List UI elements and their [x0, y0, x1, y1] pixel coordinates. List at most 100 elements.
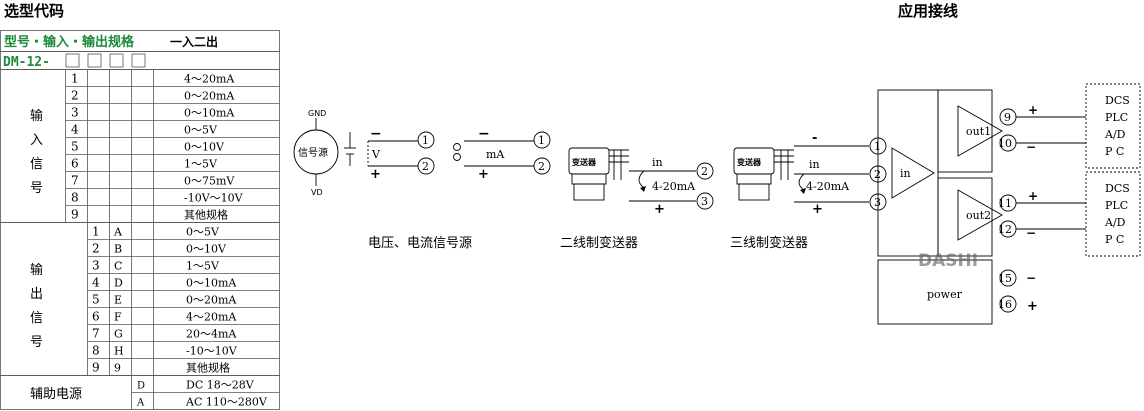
ma-minus: − — [478, 126, 490, 142]
three-wire-device: 变送器 — [737, 157, 762, 167]
input-code-2: 2 — [71, 89, 79, 103]
output-letter-E: E — [114, 294, 122, 307]
module-out2: out2 — [966, 209, 991, 222]
power-code-A: A — [136, 398, 145, 409]
ma-plus: + — [478, 167, 489, 182]
targets-2: DCS PLC A/D P C — [1104, 182, 1130, 246]
input-spec-8: -10V～10V — [184, 192, 244, 205]
output-letter-D: D — [114, 277, 123, 290]
input-spec-5: 0～10V — [184, 141, 225, 154]
input-code-1: 1 — [71, 72, 79, 86]
two-wire-device: 变送器 — [572, 157, 597, 167]
source-caption: 电压、电流信号源 — [368, 236, 472, 251]
output-code-1: 1 — [92, 225, 100, 239]
input-label-char-2: 信 — [30, 157, 43, 172]
output-spec-1: 0～5V — [186, 226, 220, 239]
output-code-3: 3 — [92, 259, 100, 273]
output-code-9: 9 — [92, 361, 100, 375]
input-code-4: 4 — [71, 123, 79, 137]
input-label-char-0: 输 — [30, 108, 43, 124]
input-label-char-1: 入 — [30, 133, 43, 148]
input-spec-7: 0～75mV — [184, 175, 235, 188]
output-label-char-0: 输 — [30, 262, 43, 278]
wiring-title: 应用接线 — [898, 2, 959, 20]
output-spec-4: 0～10mA — [186, 277, 237, 290]
input-spec-4: 0～5V — [184, 124, 218, 137]
target-1-2: A/D — [1104, 216, 1126, 229]
input-spec-2: 0～20mA — [184, 90, 235, 103]
ma-label: mA — [486, 148, 505, 161]
output-spec-7: 20～4mA — [186, 328, 237, 341]
terminal-v-2: 2 — [422, 160, 429, 173]
power-rows: D DC 18～28V A AC 110～280V — [136, 379, 268, 409]
two-wire-caption: 二线制变送器 — [560, 235, 638, 251]
code-box-2 — [87, 53, 102, 68]
terminal-3: 3 — [874, 196, 881, 209]
output-letter-H: H — [114, 345, 124, 358]
power-label: 辅助电源 — [30, 387, 82, 402]
input-spec-1: 4～20mA — [184, 73, 235, 86]
output-spec-5: 0～20mA — [186, 294, 237, 307]
output-code-4: 4 — [92, 276, 100, 290]
output-label-char-1: 出 — [30, 287, 43, 302]
output-spec-8: -10～10V — [186, 345, 238, 358]
vd-label: VD — [311, 188, 323, 197]
target-1-1: PLC — [1105, 199, 1128, 212]
model-prefix: DM-12- — [3, 55, 50, 70]
v-minus: − — [370, 126, 382, 142]
gnd-label: GND — [308, 109, 326, 118]
power-spec-A: AC 110～280V — [185, 396, 268, 409]
output-spec-3: 1～5V — [186, 260, 220, 273]
target-1-3: P C — [1105, 233, 1124, 246]
terminal-2w-3: 3 — [701, 195, 708, 208]
input-spec-9: 其他规格 — [184, 208, 228, 222]
code-box-3 — [109, 53, 124, 68]
two-wire-plus: + — [654, 202, 665, 217]
two-wire-in: in — [652, 156, 663, 169]
target-0-3: P C — [1105, 145, 1124, 158]
module-power: power — [927, 288, 963, 301]
selection-header-note: 一入二出 — [170, 34, 218, 49]
terminal-9: 9 — [1004, 111, 1011, 124]
power-code-D: D — [137, 381, 145, 392]
terminal-11: 11 — [998, 197, 1012, 210]
v-plus: + — [370, 167, 381, 182]
output-label-char-2: 信 — [30, 311, 43, 326]
svg-text:+: + — [1028, 103, 1038, 117]
svg-text:+: + — [1027, 299, 1038, 314]
target-0-1: PLC — [1105, 111, 1128, 124]
terminal-12: 12 — [998, 223, 1012, 236]
input-code-8: 8 — [71, 191, 79, 205]
wiring-diagram: GND VD 信号源 − V + − mA + 1 2 1 2 电压、电流信号源… — [293, 83, 1141, 325]
terminal-ma-2: 2 — [538, 160, 545, 173]
svg-text:−: − — [1026, 226, 1036, 240]
output-spec-6: 4～20mA — [186, 311, 237, 324]
output-letter-9: 9 — [114, 362, 121, 375]
selection-title: 选型代码 — [4, 2, 65, 20]
target-1-0: DCS — [1105, 182, 1130, 195]
terminal-10: 10 — [998, 137, 1012, 150]
terminal-ma-1: 1 — [538, 134, 545, 147]
target-0-0: DCS — [1105, 94, 1130, 107]
terminal-2w-2: 2 — [701, 165, 708, 178]
output-spec-2: 0～10V — [186, 243, 227, 256]
output-code-2: 2 — [92, 242, 100, 256]
output-letter-F: F — [114, 311, 122, 324]
input-code-3: 3 — [71, 106, 79, 120]
svg-text:−: − — [1026, 271, 1036, 285]
selection-header: 型号・输入・输出规格 — [4, 34, 135, 50]
code-box-4 — [131, 53, 146, 68]
module-in: in — [900, 167, 911, 180]
signal-source-label: 信号源 — [298, 146, 328, 159]
output-code-8: 8 — [92, 344, 100, 358]
output-spec-9: 其他规格 — [186, 361, 230, 375]
three-wire-minus: - — [812, 131, 817, 146]
power-spec-D: DC 18～28V — [186, 379, 255, 392]
three-wire-caption: 三线制变送器 — [730, 235, 808, 251]
three-wire-plus: + — [812, 202, 823, 217]
input-spec-6: 1～5V — [184, 158, 218, 171]
